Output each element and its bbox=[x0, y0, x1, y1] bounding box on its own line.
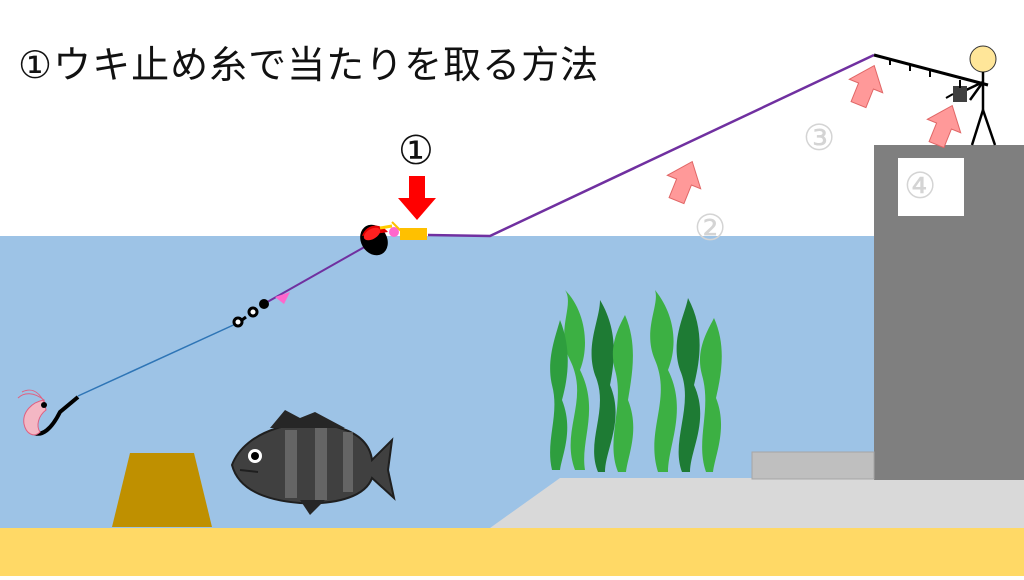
reel-icon bbox=[945, 80, 967, 102]
stopper-arrow bbox=[398, 176, 436, 220]
line-to-swivel bbox=[261, 244, 369, 306]
reef-block bbox=[112, 453, 212, 527]
pier-sign bbox=[898, 158, 964, 216]
page-title: ①ウキ止め糸で当たりを取る方法 bbox=[18, 43, 600, 87]
stopper-knot-icon bbox=[391, 221, 427, 240]
flow-arrow-4 bbox=[926, 104, 962, 149]
bead-icon bbox=[389, 227, 399, 237]
seabed bbox=[490, 478, 1024, 528]
fishing-rod-icon bbox=[873, 53, 989, 87]
pink-sinker-icon bbox=[275, 292, 290, 304]
flow-arrow-3 bbox=[848, 64, 884, 109]
marker-2: ② bbox=[694, 208, 727, 249]
main-line bbox=[427, 53, 875, 238]
seaweed-icon bbox=[550, 290, 722, 472]
marker-1: ① bbox=[398, 128, 434, 174]
flow-arrow-2 bbox=[666, 160, 702, 205]
swivel-icon bbox=[232, 299, 269, 328]
angler-icon bbox=[961, 45, 997, 146]
fish-icon bbox=[230, 410, 396, 515]
shrimp-bait-icon bbox=[17, 389, 47, 436]
leader-line bbox=[77, 321, 241, 397]
marker-4: ④ bbox=[904, 166, 937, 207]
float-icon bbox=[360, 224, 393, 256]
concrete-block bbox=[751, 451, 875, 480]
sand-bottom bbox=[0, 528, 1024, 576]
marker-3: ③ bbox=[803, 118, 836, 159]
